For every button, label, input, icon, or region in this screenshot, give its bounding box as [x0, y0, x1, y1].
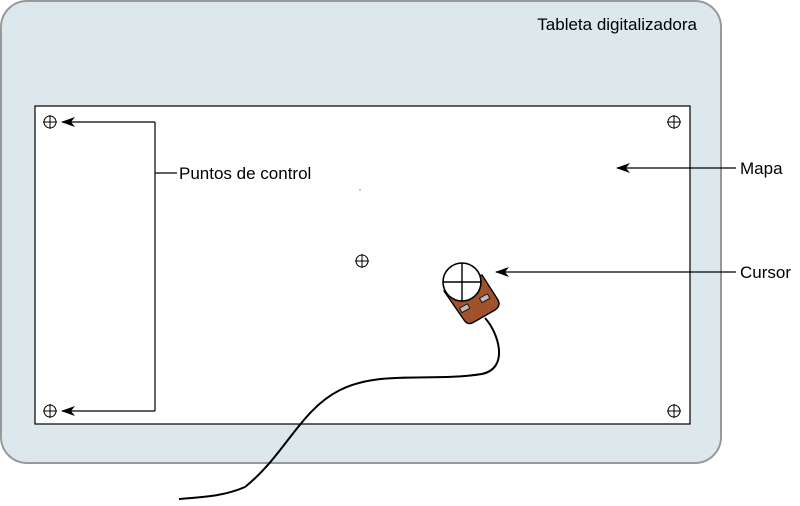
control-points-callout: Puntos de control: [61, 117, 311, 416]
control-points-label: Puntos de control: [179, 164, 311, 183]
map-label: Mapa: [740, 159, 783, 178]
control-point-bottom-right: [667, 404, 681, 418]
crosshair-circle-icon: [355, 254, 369, 268]
crosshair-circle-icon: [43, 115, 57, 129]
crosshair-lens-icon: [442, 262, 482, 302]
cable-icon: [178, 317, 500, 500]
control-point-top-right: [667, 115, 681, 129]
crosshair-circle-icon: [43, 404, 57, 418]
crosshair-circle-icon: [667, 404, 681, 418]
cursor-callout: Cursor: [495, 263, 791, 282]
cursor-button-left: [458, 303, 471, 314]
control-point-top-left: [43, 115, 57, 129]
tablet-label: Tableta digitalizadora: [537, 15, 697, 34]
cursor-label: Cursor: [740, 263, 791, 282]
control-point-bottom-left: [43, 404, 57, 418]
crosshair-circle-icon: [667, 115, 681, 129]
control-point-center: [355, 254, 369, 268]
map-dot: [359, 189, 361, 191]
digitizer-cursor: [442, 262, 500, 325]
map-callout: Mapa: [616, 159, 783, 178]
cursor-button-right: [478, 293, 491, 304]
